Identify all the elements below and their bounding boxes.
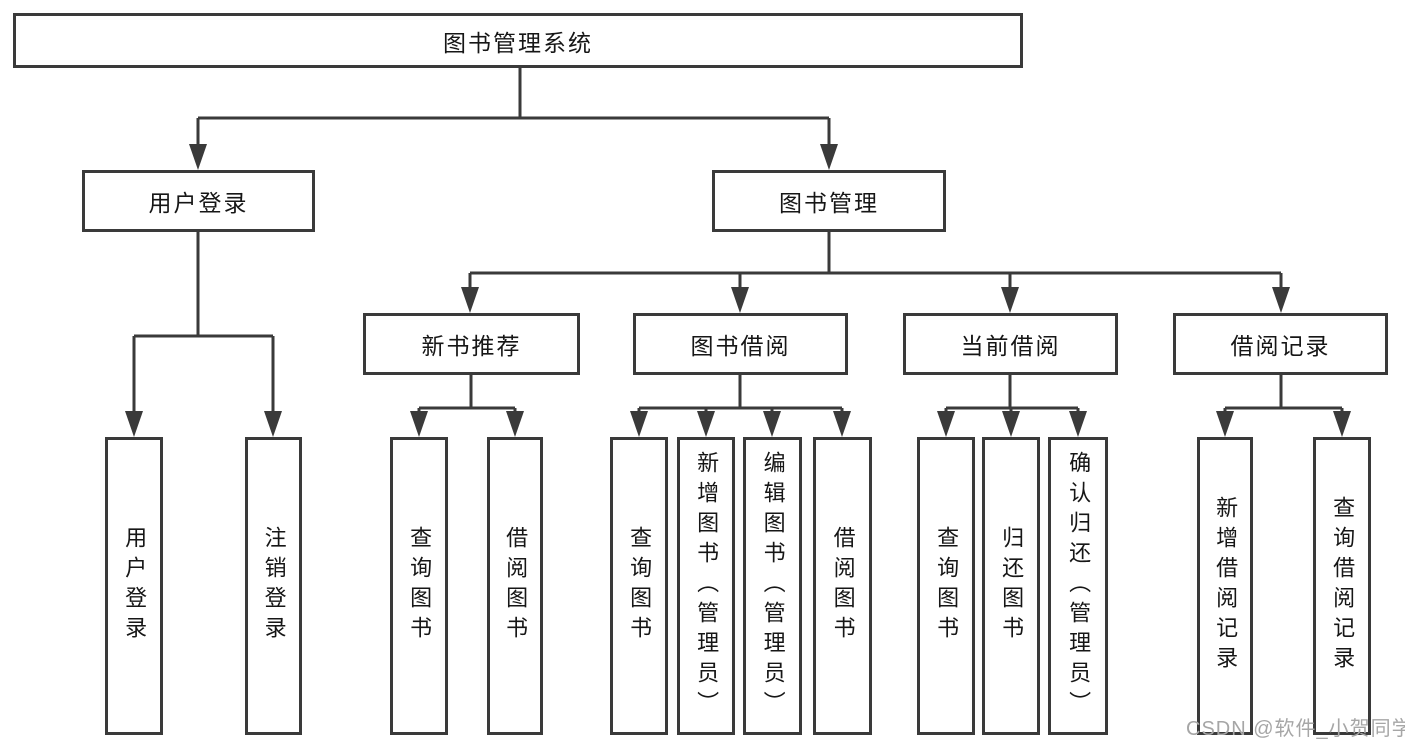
leaf-label: 归还图书 xyxy=(999,526,1025,646)
leaf-borrow-books: 借阅图书 xyxy=(813,437,872,735)
leaf-query-books-current: 查询图书 xyxy=(917,437,975,735)
leaf-label: 借阅图书 xyxy=(830,526,856,646)
leaf-edit-books-admin: 编辑图书（管理员） xyxy=(743,437,802,735)
node-book-management: 图书管理 xyxy=(712,170,946,232)
leaf-label: 确认归还（管理员） xyxy=(1066,451,1092,721)
leaf-add-books-admin: 新增图书（管理员） xyxy=(677,437,735,735)
leaf-query-books-borrow: 查询图书 xyxy=(610,437,668,735)
node-library-system: 图书管理系统 xyxy=(13,13,1023,68)
connector-root-to-level2 xyxy=(189,68,838,170)
node-user-login: 用户登录 xyxy=(82,170,315,232)
leaf-borrow-books-recommend: 借阅图书 xyxy=(487,437,543,735)
leaf-return-books: 归还图书 xyxy=(982,437,1040,735)
leaf-label: 查询图书 xyxy=(407,526,433,646)
connector-book-borrow-branch xyxy=(630,375,851,437)
csdn-watermark: CSDN @软件_小贺同学 xyxy=(1186,718,1405,740)
leaf-label: 查询图书 xyxy=(934,526,960,646)
leaf-label: 新增借阅记录 xyxy=(1213,496,1239,676)
leaf-label: 新增图书（管理员） xyxy=(694,451,720,721)
connector-borrow-records-branch xyxy=(1216,375,1351,437)
leaf-add-borrow-record: 新增借阅记录 xyxy=(1197,437,1253,735)
leaf-confirm-return-admin: 确认归还（管理员） xyxy=(1048,437,1108,735)
leaf-logout: 注销登录 xyxy=(245,437,302,735)
leaf-label: 编辑图书（管理员） xyxy=(760,451,786,721)
node-borrow-records: 借阅记录 xyxy=(1173,313,1388,375)
leaf-label: 查询图书 xyxy=(627,526,653,646)
connector-new-book-branch xyxy=(410,375,524,437)
leaf-query-borrow-record: 查询借阅记录 xyxy=(1313,437,1371,735)
connector-user-login-branch xyxy=(125,232,282,437)
leaf-label: 用户登录 xyxy=(122,526,148,646)
connector-book-management-branch xyxy=(461,232,1290,313)
leaf-label: 查询借阅记录 xyxy=(1330,496,1356,676)
node-new-book-recommend: 新书推荐 xyxy=(363,313,580,375)
leaf-user-login: 用户登录 xyxy=(105,437,163,735)
leaf-label: 注销登录 xyxy=(261,526,287,646)
leaf-query-books-recommend: 查询图书 xyxy=(390,437,448,735)
connector-current-borrow-branch xyxy=(937,375,1087,437)
node-book-borrow: 图书借阅 xyxy=(633,313,848,375)
leaf-label: 借阅图书 xyxy=(503,526,529,646)
node-current-borrow: 当前借阅 xyxy=(903,313,1118,375)
